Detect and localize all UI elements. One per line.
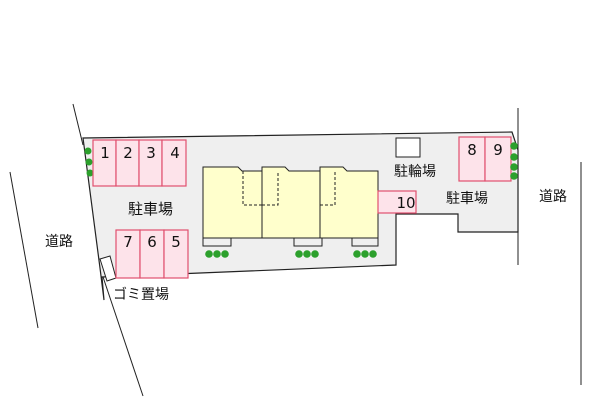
space-number-10: 10 [396,194,415,212]
label-bicycle-parking: 駐輪場 [394,163,436,180]
parking-space-9 [484,136,512,182]
label-parking-right: 駐車場 [446,190,488,207]
space-number-5: 5 [171,233,181,251]
bicycle-shelter [395,137,421,158]
space-number-7: 7 [123,233,133,251]
space-number-9: 9 [493,141,503,159]
space-number-2: 2 [123,144,133,162]
space-number-4: 4 [170,144,180,162]
tree-group-right [510,142,518,180]
parking-space-7 [115,229,141,279]
entry-step-3 [351,237,379,247]
tree-group-bottom [205,250,377,258]
parking-space-8 [458,136,486,182]
label-parking-left: 駐車場 [128,200,173,218]
space-number-6: 6 [147,233,157,251]
space-number-3: 3 [146,144,156,162]
parking-row-bottom-left: 7 6 5 [115,229,189,279]
entry-step-1 [202,237,232,247]
stair-outline-3 [320,171,336,206]
road-edge-left-2 [72,103,84,146]
stair-outline-2 [262,171,279,206]
building-units [202,166,379,247]
building-unit-1 [202,166,263,239]
building-unit-2 [261,166,321,239]
parking-space-10 [377,190,417,214]
building-unit-3 [319,166,379,239]
parking-row-top-right: 8 9 [458,136,512,182]
stair-outline-1 [242,171,262,206]
space-number-1: 1 [100,144,110,162]
space-number-8: 8 [467,141,477,159]
parking-space-4 [161,139,187,187]
label-road-left: 道路 [45,234,73,250]
label-garbage-area: ゴミ置場 [113,286,169,303]
road-edge-left-1 [9,171,39,329]
parking-row-top-left: 1 2 3 4 [92,139,187,187]
label-road-right: 道路 [539,189,567,205]
road-edge-left-3 [99,267,144,397]
tree-group-left [84,147,94,177]
parking-space-5 [163,229,189,279]
entry-step-2 [293,237,323,247]
